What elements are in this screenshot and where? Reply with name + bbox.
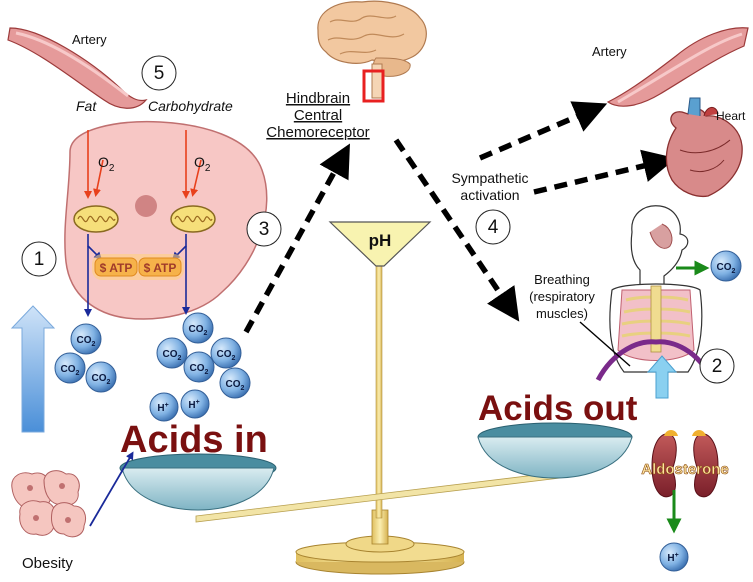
- svg-text:CO2: CO2: [717, 262, 736, 275]
- central-label: Central: [294, 107, 342, 124]
- svg-text:CO2: CO2: [189, 324, 208, 337]
- muscles-label: muscles): [536, 306, 588, 321]
- arrow-to-heart: [533, 149, 677, 195]
- pathway-arrows: [243, 101, 677, 334]
- svg-text:CO2: CO2: [77, 335, 96, 348]
- o2-label-right: O2: [194, 154, 211, 174]
- artery-right-label: Artery: [592, 44, 627, 59]
- atp-glow: [92, 254, 184, 280]
- h-plus-ion: H+: [180, 389, 210, 419]
- arrow-to-artery: [478, 101, 608, 161]
- svg-text:CO2: CO2: [163, 349, 182, 362]
- metabolism-arrows: [84, 234, 190, 317]
- acids-in-label: Acids in: [120, 419, 268, 461]
- aldosterone-label: Aldosterone: [641, 461, 729, 478]
- co2-molecule: CO2: [156, 337, 188, 369]
- mitochondrion-right: [170, 205, 216, 233]
- oxygen-arrows: [84, 130, 202, 199]
- step-5-marker: 5: [141, 55, 177, 91]
- adipose-cells-illustration: [11, 470, 87, 538]
- brain-illustration: [317, 0, 427, 103]
- svg-text:CO2: CO2: [61, 364, 80, 377]
- kidney-illustration: [651, 430, 719, 498]
- co2-molecule: CO2: [85, 361, 117, 393]
- increase-arrow: [10, 305, 56, 433]
- obesity-label: Obesity: [22, 555, 73, 572]
- breathing-pointer: [579, 321, 631, 367]
- svg-text:H+: H+: [188, 399, 199, 411]
- h-plus-excreted-ion: H+: [659, 542, 689, 572]
- mitochondrion-left: [73, 205, 119, 233]
- acids-out-label: Acids out: [478, 389, 638, 428]
- svg-text:1: 1: [34, 249, 45, 270]
- svg-text:H+: H+: [667, 552, 678, 564]
- svg-text:3: 3: [259, 219, 270, 240]
- o2-label-left: O2: [98, 154, 115, 174]
- hindbrain-label: Hindbrain: [286, 90, 350, 107]
- co2-molecule: CO2: [54, 352, 86, 384]
- obesity-arrow: [89, 451, 134, 527]
- heart-label: Heart: [716, 109, 746, 123]
- step-4-marker: 4: [475, 209, 511, 245]
- svg-text:CO2: CO2: [226, 379, 245, 392]
- svg-text:H+: H+: [157, 402, 168, 414]
- activation-label: activation: [460, 187, 519, 203]
- artery-right-illustration: [606, 27, 749, 107]
- artery-left-label: Artery: [72, 32, 107, 47]
- artery-left-illustration: [7, 27, 148, 109]
- balance-scale: [119, 221, 633, 575]
- breathing-label: Breathing: [534, 272, 590, 287]
- cell-nucleus: [135, 195, 157, 217]
- co2-molecule: CO2: [70, 323, 102, 355]
- carbohydrate-label: Carbohydrate: [148, 98, 233, 114]
- atp-label-right: $ ATP: [144, 261, 177, 275]
- step-1-marker: 1: [21, 241, 57, 277]
- ph-label: pH: [369, 231, 392, 250]
- co2-molecule: CO2: [183, 351, 215, 383]
- co2-molecule: CO2: [182, 312, 214, 344]
- svg-text:5: 5: [154, 63, 165, 84]
- hindbrain-highlight-box: [362, 69, 385, 103]
- chemoreceptor-label: Chemoreceptor: [266, 124, 369, 141]
- svg-text:CO2: CO2: [190, 363, 209, 376]
- co2-exhaled-molecule: CO2: [710, 250, 742, 282]
- svg-text:2: 2: [712, 356, 723, 377]
- atp-label-left: $ ATP: [100, 261, 133, 275]
- arrow-brain-to-breathing: [393, 138, 520, 322]
- respiratory-figure: [595, 205, 715, 399]
- h-plus-ion: H+: [149, 392, 179, 422]
- fat-label: Fat: [76, 98, 97, 114]
- svg-text:4: 4: [488, 217, 499, 238]
- sympathetic-label: Sympathetic: [451, 170, 528, 186]
- svg-text:CO2: CO2: [92, 373, 111, 386]
- respiratory-label: (respiratory: [529, 289, 595, 304]
- co2-molecule: CO2: [219, 367, 251, 399]
- svg-text:CO2: CO2: [217, 349, 236, 362]
- step-2-marker: 2: [699, 348, 735, 384]
- arrow-acids-to-brain: [243, 143, 350, 334]
- heart-illustration: [665, 97, 743, 198]
- co2-molecule: CO2: [210, 337, 242, 369]
- step-3-marker: 3: [246, 211, 282, 247]
